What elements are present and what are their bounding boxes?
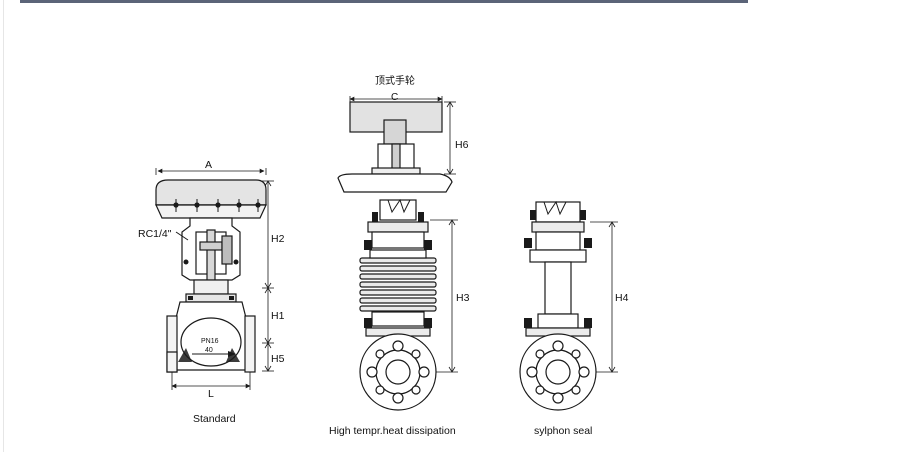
dimension-h3-label: H3 (456, 292, 470, 304)
high-temp-valve (337, 96, 458, 411)
sylphon-seal-valve (519, 200, 618, 411)
dimension-h5-label: H5 (271, 353, 285, 365)
dimension-a-label: A (205, 159, 213, 171)
dimension-c-label: C (391, 92, 399, 103)
header-rule (20, 0, 748, 3)
dimension-h1-label: H1 (271, 310, 285, 322)
dimension-h6-label: H6 (455, 139, 469, 151)
pressure-label-top: PN16 (201, 338, 219, 345)
pressure-label-bottom: 40 (205, 347, 213, 354)
dimension-l-label: L (208, 388, 214, 400)
top-handwheel-label: 顶式手轮 (375, 76, 415, 87)
page-edge-rule (3, 0, 4, 452)
dimension-h4-label: H4 (615, 292, 629, 304)
standard-valve (155, 168, 274, 390)
port-label: RC1/4" (138, 228, 172, 240)
caption-high-temp: High tempr.heat dissipation (329, 425, 456, 437)
caption-standard: Standard (193, 413, 236, 425)
caption-sylphon-seal: sylphon seal (534, 425, 593, 437)
dimension-h2-label: H2 (271, 233, 285, 245)
